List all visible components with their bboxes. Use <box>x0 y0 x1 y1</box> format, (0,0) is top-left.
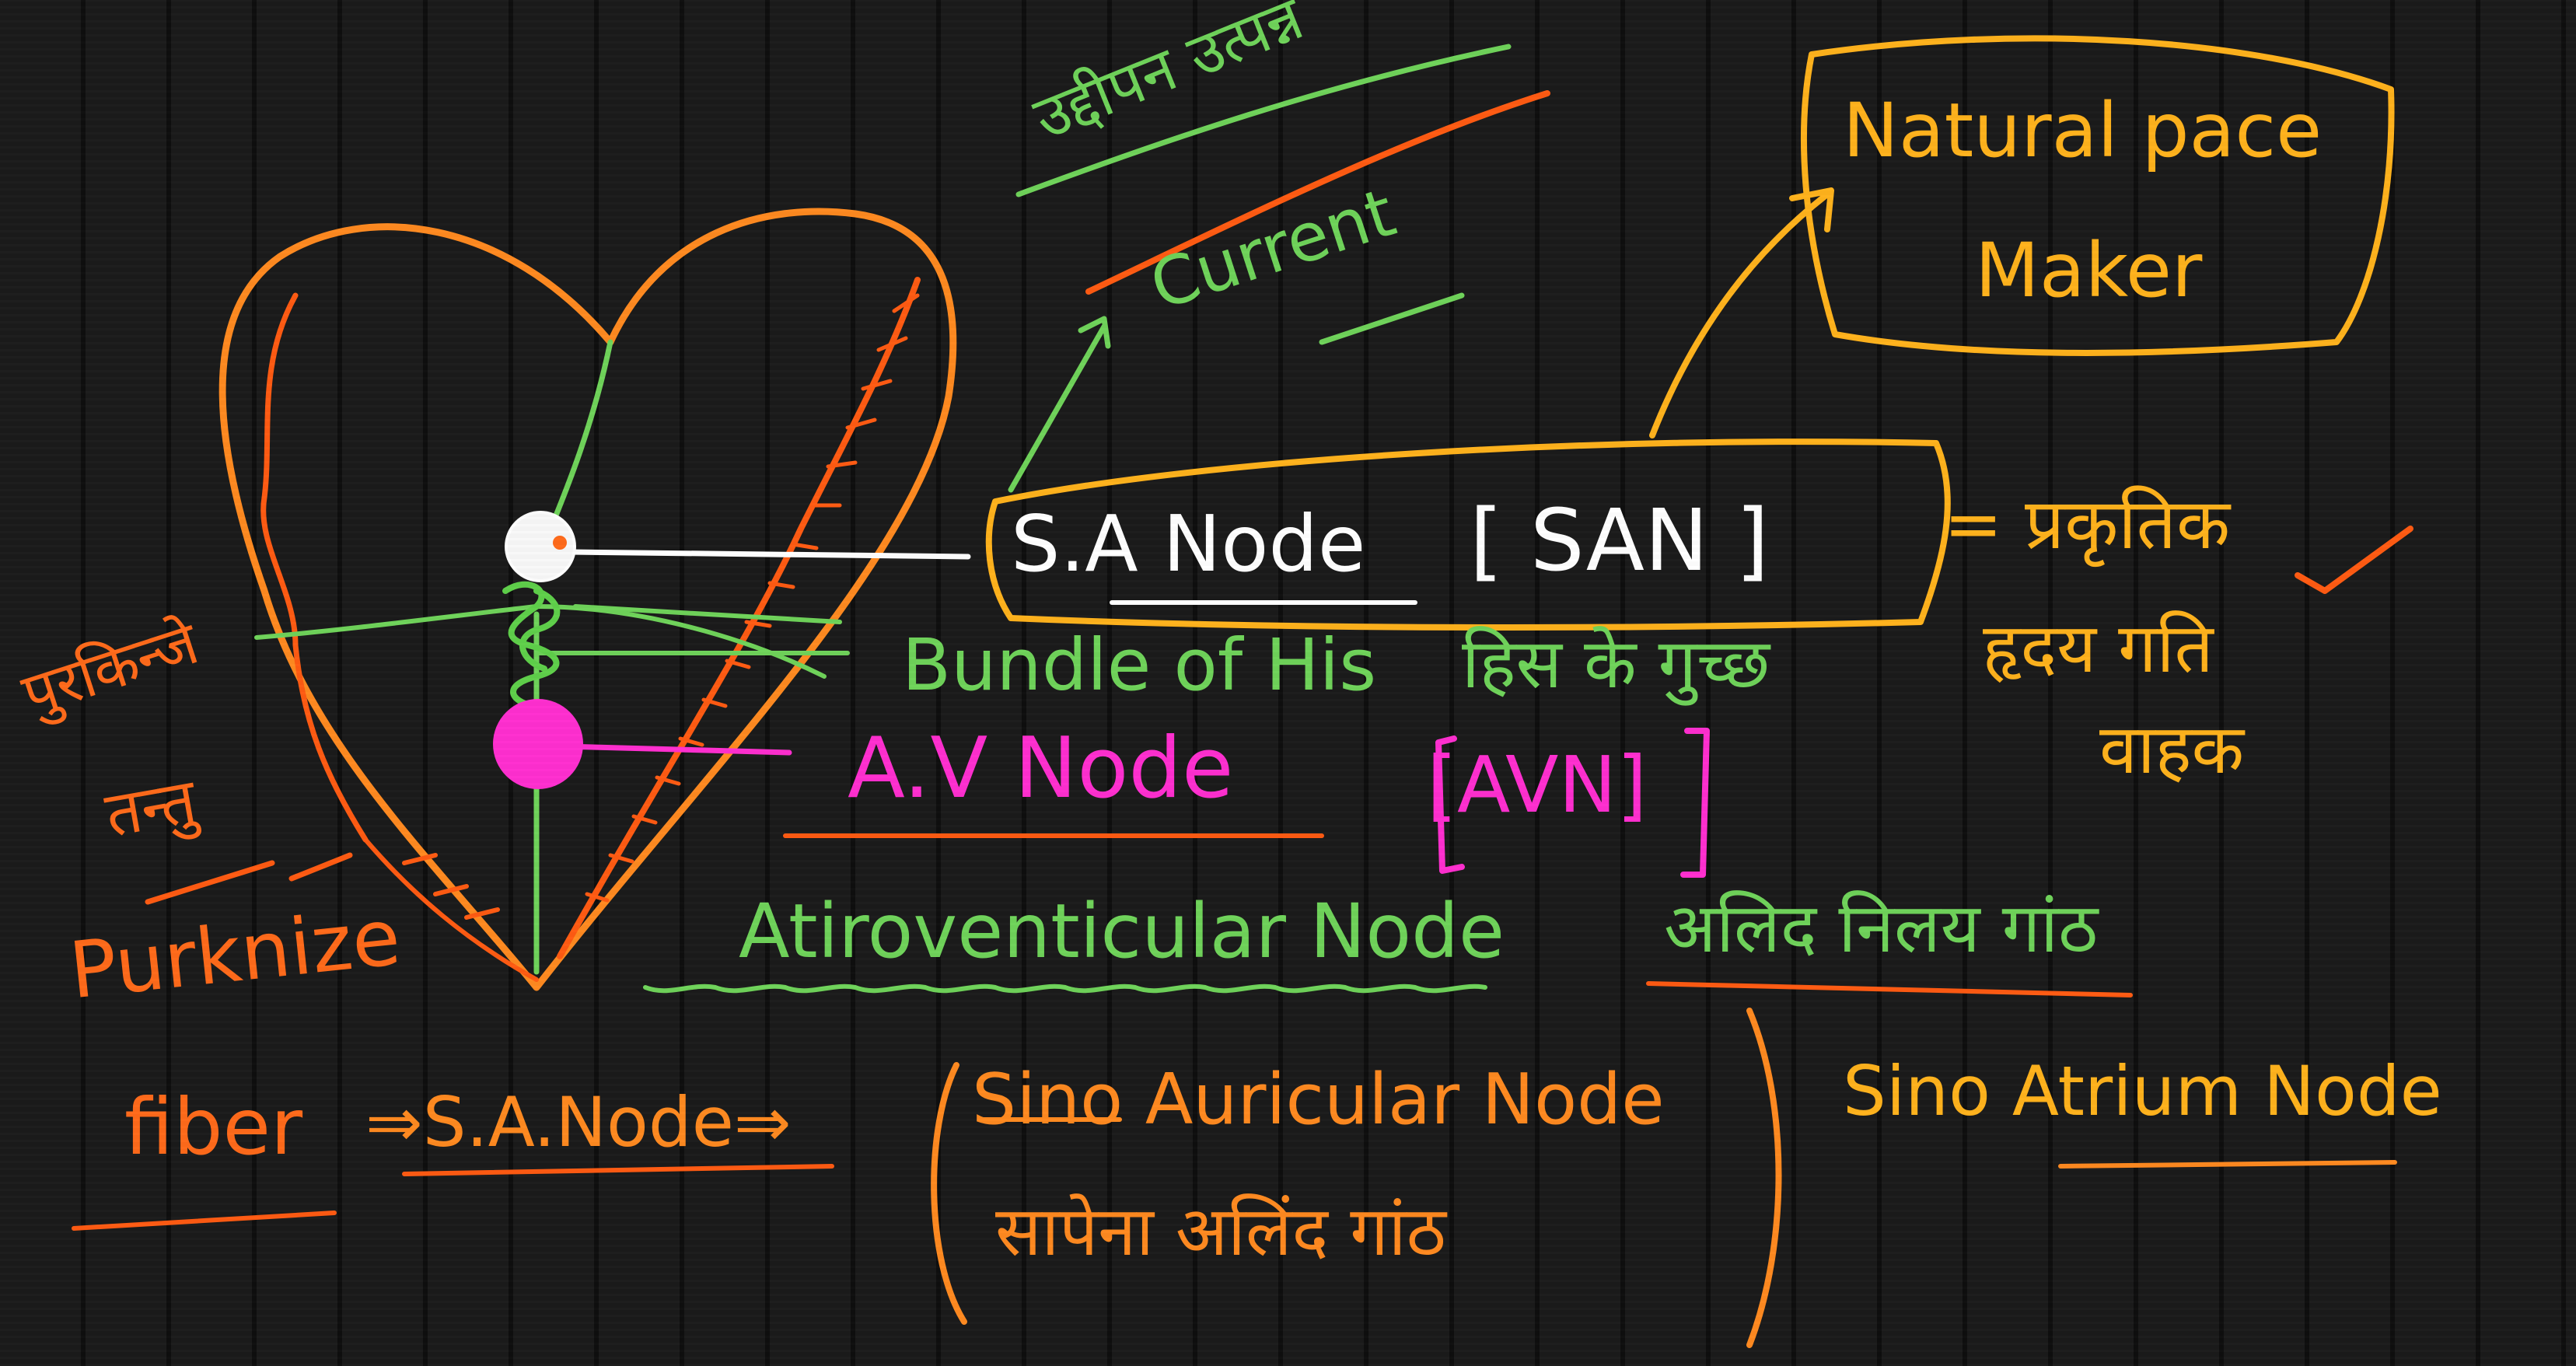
pace-arrow <box>1649 187 1834 438</box>
avn-label: [AVN] <box>1427 739 1648 830</box>
bundle-of-his-label: Bundle of His <box>902 624 1377 707</box>
right-conduction-fiber <box>557 277 921 959</box>
sa-node-expand-label: ⇒S.A.Node⇒ <box>365 1082 792 1162</box>
sino-bracket-right <box>1746 1008 1782 1348</box>
left-conduction-fiber <box>260 292 369 843</box>
sa-node-circle <box>505 511 576 582</box>
vahak-label: वाहक <box>2099 709 2245 789</box>
stimulus-underline <box>1085 90 1550 295</box>
av-node-label: A.V Node <box>848 720 1234 817</box>
alind-nilay-ganth-label: अलिद निलय गांठ <box>1664 888 2099 968</box>
check-mark <box>2295 526 2413 594</box>
right-fiber-ticks <box>585 293 920 903</box>
septum-line <box>533 339 613 975</box>
hindi-atrio-underline <box>1646 981 2133 997</box>
heart-outline <box>218 208 957 991</box>
purkinje-hindi-label-2: तन्तु <box>100 763 202 851</box>
hriday-gati-label: हृदय गति <box>1983 608 2214 688</box>
fiber-underline <box>72 1164 834 1231</box>
sa-node-label: S.A Node <box>1011 498 1366 589</box>
av-node-circle <box>493 699 583 789</box>
sino-auricular-label: Sino Auricular Node <box>972 1059 1665 1141</box>
san-label: [ SAN ] <box>1470 491 1770 590</box>
sino-atrium-label: Sino Atrium Node <box>1843 1051 2442 1131</box>
natural-pace-box <box>1801 35 2395 356</box>
atrio-underline <box>643 983 1487 994</box>
purkinje-slashes <box>145 852 353 905</box>
sa-node-box <box>985 438 1951 631</box>
bottom-fibers <box>363 837 539 982</box>
right-branch <box>534 604 850 679</box>
his-connector <box>573 604 842 624</box>
current-arrow <box>1008 316 1111 493</box>
sino-bracket-left <box>931 1062 967 1325</box>
prakritik-label: = प्रकृतिक <box>1944 484 2231 565</box>
his-ke-gucchh-label: हिस के गुच्छ <box>1462 624 1770 704</box>
sa-node-dot <box>553 536 567 550</box>
fiber-label: fiber <box>124 1081 303 1172</box>
current-underline <box>1015 44 1512 345</box>
atrioventricular-label: Atiroventicular Node <box>739 888 1505 975</box>
sino-underline <box>977 1117 2397 1169</box>
natural-pace-label: Natural pace <box>1843 87 2323 174</box>
bundle-of-his-knot <box>502 581 561 711</box>
shiranal-alind-ganth-label: सापेना अलिंद गांठ <box>995 1191 1446 1271</box>
maker-label: Maker <box>1975 227 2203 314</box>
sa-connector <box>568 549 971 560</box>
avn-bracket <box>1435 728 1710 878</box>
av-connector <box>561 743 792 756</box>
left-branch <box>254 604 539 640</box>
